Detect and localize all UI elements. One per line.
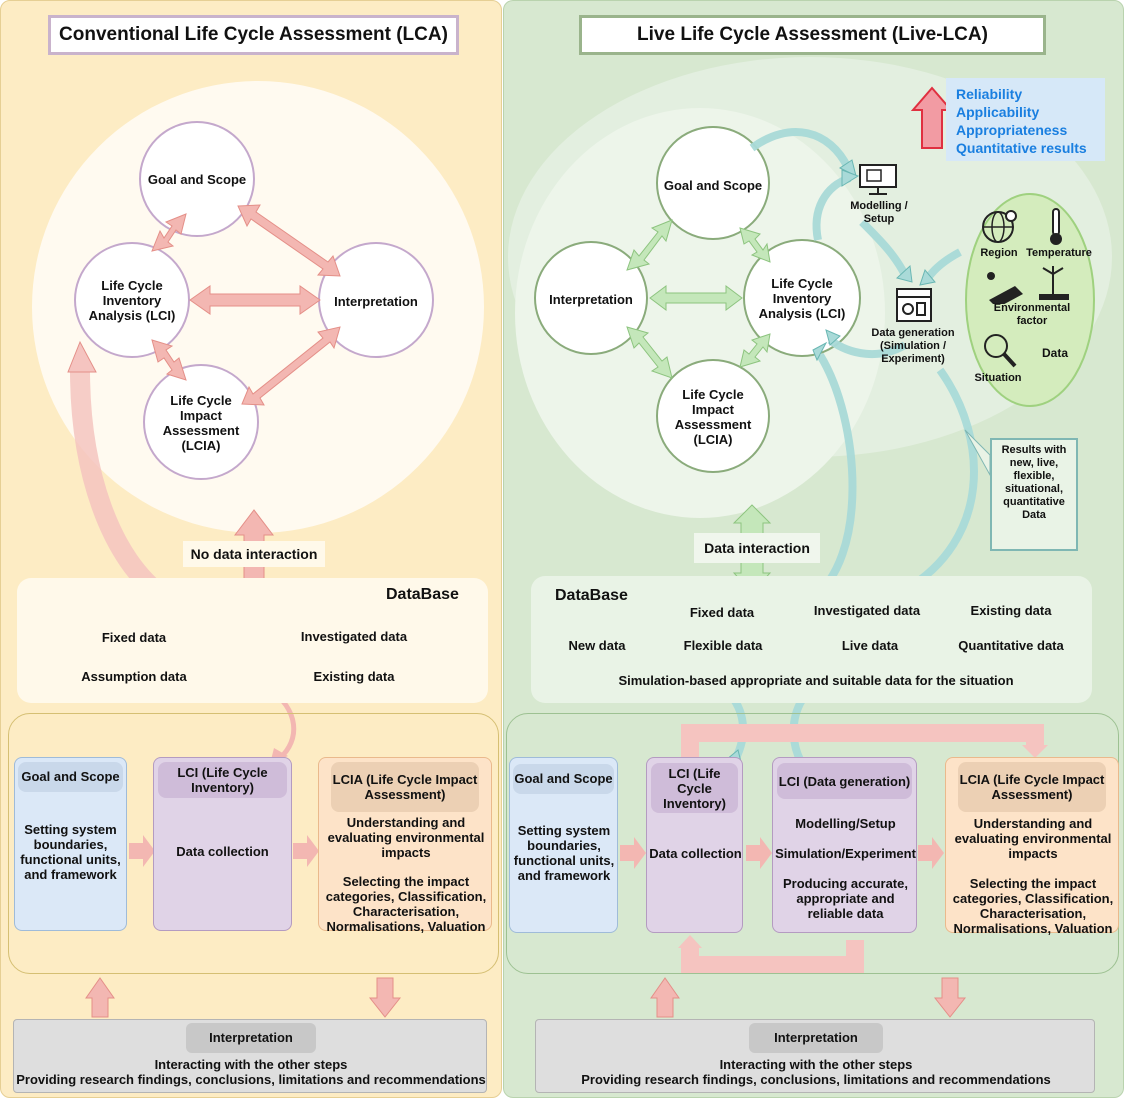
live-step-goal-title: Goal and Scope	[513, 764, 614, 794]
magnifier-icon	[984, 334, 1017, 368]
lca-steps-container	[8, 713, 499, 974]
thermometer-icon	[1050, 208, 1062, 245]
live-interp-label: Interpretation	[549, 291, 633, 307]
live-step-lcia-title: LCIA (Life Cycle Impact Assessment)	[958, 762, 1106, 812]
lca-step-lci-text: Data collection	[176, 844, 269, 859]
data-interaction-label: Data interaction	[694, 533, 820, 563]
live-step-lcia-text1: Understanding and evaluating environment…	[954, 816, 1112, 861]
live-step-datagen-3: Producing accurate, appropriate and reli…	[783, 876, 908, 921]
benefit-quantitative: Quantitative results	[956, 140, 1087, 156]
live-goal-label: Goal and Scope	[663, 177, 763, 193]
lca-step-lci: LCI (Life Cycle Inventory) Data collecti…	[153, 757, 292, 931]
live-step-lcia-text2: Selecting the impact categories, Classif…	[952, 876, 1114, 936]
lca-interp-line1: Interacting with the other steps	[154, 1057, 348, 1072]
lca-interp-line2: Providing research findings, conclusions…	[16, 1072, 486, 1087]
live-interp-line2: Providing research findings, conclusions…	[581, 1072, 1051, 1087]
live-interpretation: Interpretation Interacting with the othe…	[535, 1019, 1095, 1093]
lca-db-fixed: Fixed data	[101, 630, 167, 645]
lab-icon	[896, 288, 932, 322]
lca-interpretation: Interpretation Interacting with the othe…	[13, 1019, 487, 1093]
lca-lcia-label: Life Cycle Impact Assessment (LCIA)	[162, 393, 240, 453]
live-db-title: DataBase	[555, 587, 628, 604]
live-interp-circle	[534, 241, 648, 355]
live-step-lcia: LCIA (Life Cycle Impact Assessment) Unde…	[945, 757, 1119, 936]
live-goal-circle	[656, 126, 770, 240]
lca-step-goal: Goal and Scope Setting system boundaries…	[14, 757, 127, 931]
environmental-factor-label: Environmental factor	[993, 302, 1071, 327]
lca-lcia-circle	[143, 364, 259, 480]
benefits-box: Reliability Applicability Appropriatenes…	[946, 78, 1105, 161]
benefit-appropriateness: Appropriateness	[956, 122, 1068, 138]
modelling-setup-label: Modelling / Setup	[850, 200, 908, 225]
live-db-simulation: Simulation-based appropriate and suitabl…	[618, 673, 1014, 688]
live-inner-ellipse	[515, 108, 885, 518]
lca-lci-label: Life Cycle Inventory Analysis (LCI)	[88, 277, 176, 323]
lca-step-lcia-text2: Selecting the impact categories, Classif…	[325, 874, 487, 934]
data-label: Data	[1041, 346, 1068, 360]
benefit-applicability: Applicability	[956, 104, 1040, 120]
live-step-lci: LCI (Life Cycle Inventory) Data collecti…	[646, 757, 743, 933]
lca-step-lcia-title: LCIA (Life Cycle Impact Assessment)	[331, 762, 479, 812]
lca-goal-label: Goal and Scope	[147, 171, 247, 187]
live-db-new: New data	[568, 638, 626, 653]
globe-icon	[982, 210, 1017, 243]
results-callout: Results with new, live, flexible, situat…	[990, 438, 1078, 551]
situation-label: Situation	[974, 372, 1022, 384]
env-factor-area	[965, 193, 1095, 407]
live-db-quantitative: Quantitative data	[958, 638, 1064, 653]
live-lca-title: Live Life Cycle Assessment (Live-LCA)	[579, 15, 1046, 55]
live-step-datagen-title: LCI (Data generation)	[777, 763, 912, 799]
live-step-datagen-2: Simulation/Experiment	[775, 846, 916, 861]
lca-goal-circle	[139, 121, 255, 237]
lca-step-goal-text: Setting system boundaries, functional un…	[20, 822, 121, 882]
live-lci-label: Life Cycle Inventory Analysis (LCI)	[758, 275, 846, 321]
lca-db-assumption: Assumption data	[81, 669, 187, 684]
live-step-datagen-1: Modelling/Setup	[795, 816, 896, 831]
live-step-lci-title: LCI (Life Cycle Inventory)	[651, 763, 738, 813]
lca-interp-title: Interpretation	[186, 1023, 316, 1053]
no-data-interaction-label: No data interaction	[183, 541, 325, 567]
lca-db-investigated: Investigated data	[300, 629, 408, 644]
lca-db-existing: Existing data	[313, 669, 395, 684]
lca-database: DataBase Fixed data Investigated data As…	[17, 578, 488, 703]
live-step-datagen: LCI (Data generation) Modelling/Setup Si…	[772, 757, 917, 933]
lca-cycle-arrows	[151, 204, 341, 406]
lca-lci-circle	[74, 242, 190, 358]
live-db-flexible: Flexible data	[683, 638, 763, 653]
benefit-up-arrow	[910, 86, 954, 149]
live-interp-line1: Interacting with the other steps	[719, 1057, 913, 1072]
lca-step-goal-title: Goal and Scope	[18, 762, 123, 792]
temperature-label: Temperature	[1026, 247, 1092, 259]
live-db-existing: Existing data	[970, 603, 1052, 618]
live-step-goal: Goal and Scope Setting system boundaries…	[509, 757, 618, 933]
live-step-lci-text: Data collection	[649, 846, 742, 861]
live-interp-title: Interpretation	[749, 1023, 883, 1053]
region-label: Region	[980, 247, 1018, 259]
lca-step-lcia-text1: Understanding and evaluating environment…	[327, 815, 485, 860]
live-lcia-circle	[656, 359, 770, 473]
lca-interp-label: Interpretation	[334, 293, 418, 309]
lca-step-lci-title: LCI (Life Cycle Inventory)	[158, 762, 287, 798]
data-generation-label: Data generation (Simulation / Experiment…	[871, 327, 955, 365]
monitor-icon	[859, 164, 897, 195]
live-step-goal-text: Setting system boundaries, functional un…	[513, 823, 615, 883]
live-db-live: Live data	[841, 638, 899, 653]
benefit-reliability: Reliability	[956, 86, 1023, 102]
live-lci-circle	[743, 239, 861, 357]
lca-step-lcia: LCIA (Life Cycle Impact Assessment) Unde…	[318, 757, 492, 934]
live-database: DataBase Fixed data Investigated data Ex…	[531, 576, 1092, 703]
live-db-fixed: Fixed data	[689, 605, 755, 620]
live-db-investigated: Investigated data	[813, 603, 921, 618]
lca-db-title: DataBase	[386, 586, 459, 603]
energy-icon	[987, 266, 1069, 304]
lca-title: Conventional Life Cycle Assessment (LCA)	[48, 15, 459, 55]
live-lcia-label: Life Cycle Impact Assessment (LCIA)	[674, 387, 752, 447]
